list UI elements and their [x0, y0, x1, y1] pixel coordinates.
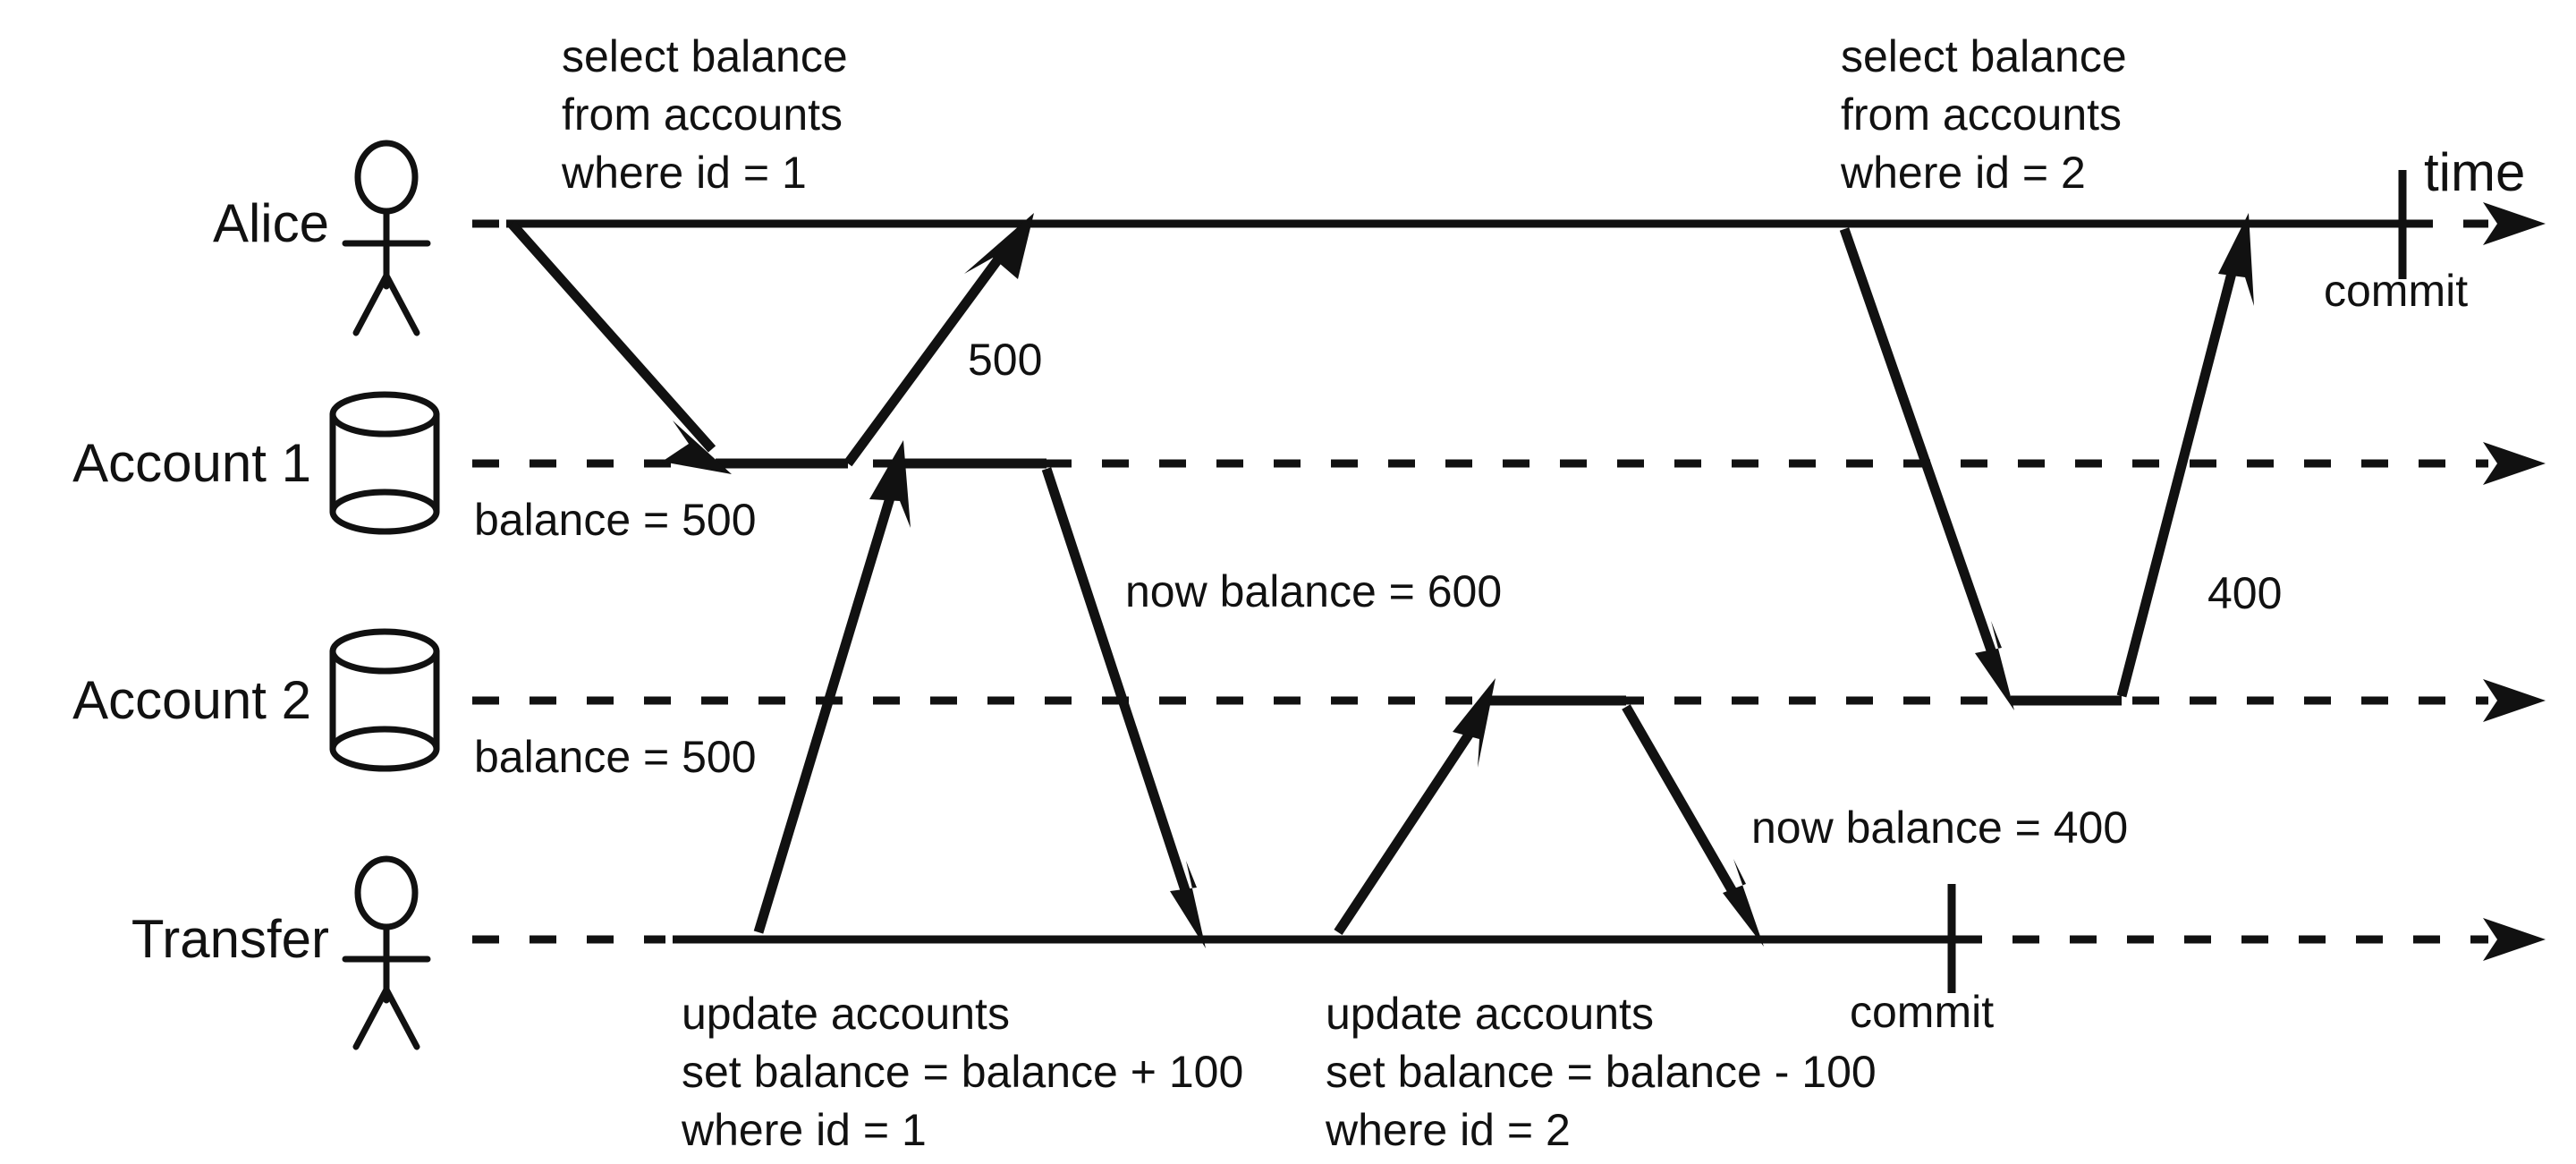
database-cylinder-icon	[329, 391, 440, 535]
label-now-balance-600: now balance = 600	[1125, 566, 1502, 616]
note-line: set balance = balance - 100	[1326, 1047, 1877, 1097]
message-transfer-update-account1	[753, 440, 911, 934]
note-line: where id = 1	[681, 1105, 927, 1155]
note-line: where id = 1	[561, 148, 807, 198]
note-transfer-update-2: update accounts set balance = balance - …	[1325, 989, 1877, 1155]
note-alice-select-2: select balance from accounts where id = …	[1840, 31, 2127, 198]
database-cylinder-icon	[329, 628, 440, 772]
message-account1-now600	[1041, 467, 1206, 948]
message-account2-now400	[1622, 704, 1764, 947]
message-account1-return-500	[843, 213, 1034, 467]
note-line: update accounts	[682, 989, 1010, 1039]
label-account2-balance: balance = 500	[474, 732, 757, 782]
lane-label-transfer: Transfer	[131, 909, 329, 969]
time-arrowhead-transfer	[2483, 918, 2546, 961]
label-return-400: 400	[2207, 568, 2282, 618]
note-line: select balance	[562, 31, 848, 81]
lane-label-alice: Alice	[213, 193, 329, 253]
message-account2-return-400	[2116, 213, 2254, 698]
lifeline-account2	[472, 679, 2546, 722]
note-line: where id = 2	[1325, 1105, 1571, 1155]
lifeline-transfer	[472, 918, 2546, 961]
time-axis-label: time	[2424, 142, 2525, 202]
lane-label-account2: Account 2	[72, 670, 311, 730]
note-line: from accounts	[562, 89, 843, 140]
stick-figure-icon	[342, 140, 431, 336]
note-line: set balance = balance + 100	[682, 1047, 1243, 1097]
lifeline-account1	[472, 442, 2546, 485]
note-alice-select-1: select balance from accounts where id = …	[561, 31, 848, 198]
note-line: from accounts	[1841, 89, 2122, 140]
lane-label-account1: Account 1	[72, 433, 311, 493]
time-arrowhead-alice	[2483, 202, 2546, 245]
note-line: where id = 2	[1840, 148, 2086, 198]
message-transfer-update-account2	[1334, 678, 1496, 936]
label-return-500: 500	[968, 335, 1042, 385]
stick-figure-icon	[342, 855, 431, 1050]
label-commit-alice: commit	[2324, 266, 2468, 316]
lifeline-alice	[472, 202, 2546, 245]
message-alice-select-account1	[507, 220, 732, 474]
label-now-balance-400: now balance = 400	[1751, 803, 2128, 853]
time-arrowhead-account2	[2483, 679, 2546, 722]
label-account1-balance: balance = 500	[474, 495, 757, 545]
note-line: select balance	[1841, 31, 2127, 81]
note-transfer-update-1: update accounts set balance = balance + …	[681, 989, 1243, 1155]
label-commit-transfer: commit	[1850, 987, 1994, 1037]
note-line: update accounts	[1326, 989, 1654, 1039]
time-arrowhead-account1	[2483, 442, 2546, 485]
message-alice-select-account2	[1839, 227, 2014, 710]
